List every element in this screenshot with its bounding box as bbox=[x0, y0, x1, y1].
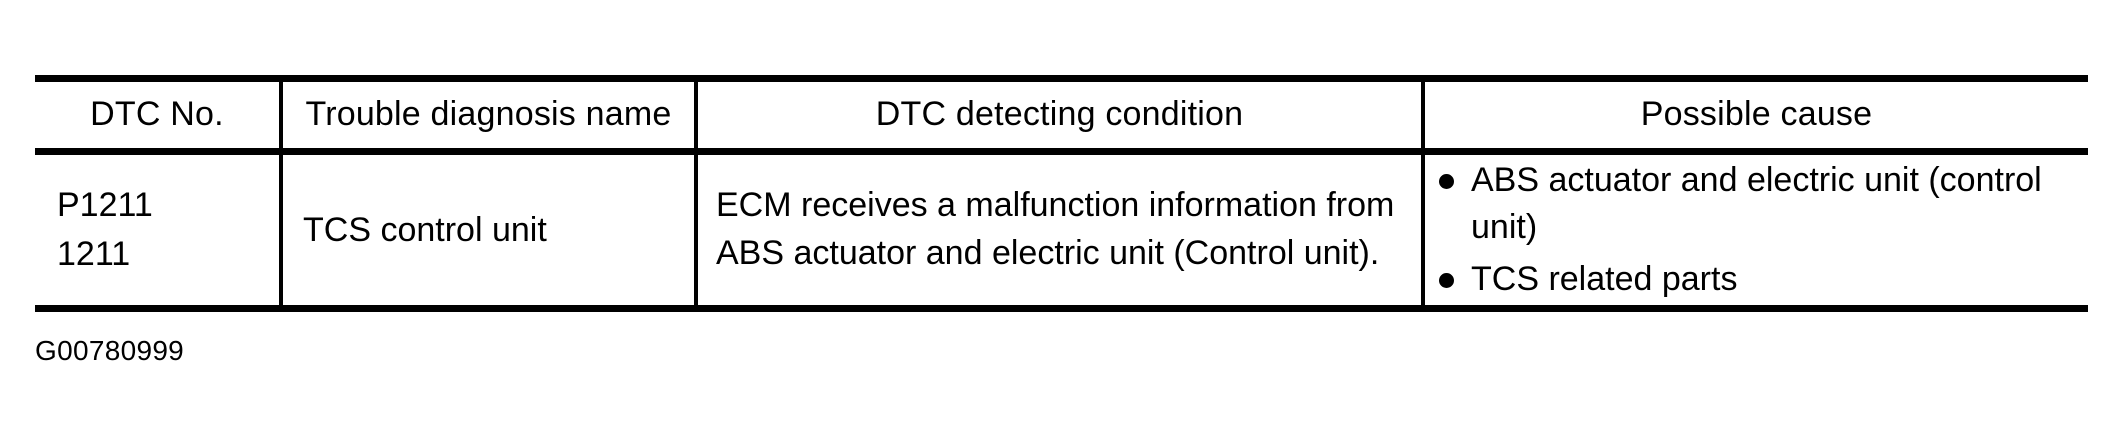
cell-possible-cause: ABS actuator and electric unit (control … bbox=[1423, 151, 2088, 312]
possible-cause-list: ABS actuator and electric unit (control … bbox=[1435, 157, 2082, 304]
list-item: ABS actuator and electric unit (control … bbox=[1435, 157, 2082, 251]
dtc-code-group: P1211 1211 bbox=[35, 181, 279, 280]
figure-id-caption: G00780999 bbox=[35, 335, 185, 366]
dtc-code-primary: P1211 bbox=[57, 185, 153, 224]
cell-dtc-no: P1211 1211 bbox=[35, 151, 281, 312]
cell-trouble-diagnosis-name: TCS control unit bbox=[281, 151, 696, 312]
list-item: TCS related parts bbox=[1435, 256, 2082, 303]
column-header-trouble-diagnosis-name: Trouble diagnosis name bbox=[281, 75, 696, 155]
column-header-dtc-no-label: DTC No. bbox=[90, 95, 224, 134]
bullet-icon bbox=[1439, 173, 1454, 189]
column-header-dtc-no: DTC No. bbox=[35, 75, 281, 155]
dtc-detecting-condition-text: ECM receives a malfunction information f… bbox=[698, 182, 1421, 277]
dtc-detecting-condition-line-2: ABS actuator and electric unit (Control … bbox=[716, 234, 1380, 272]
possible-cause-item-1-text: ABS actuator and electric unit (control … bbox=[1471, 160, 2042, 246]
column-header-trouble-diagnosis-name-label: Trouble diagnosis name bbox=[305, 95, 672, 134]
column-header-possible-cause: Possible cause bbox=[1423, 75, 2088, 155]
column-header-dtc-detecting-condition: DTC detecting condition bbox=[696, 75, 1423, 155]
table-header-row: DTC No. Trouble diagnosis name DTC detec… bbox=[35, 75, 2088, 155]
column-header-possible-cause-label: Possible cause bbox=[1640, 95, 1873, 134]
possible-cause-text: ABS actuator and electric unit (control … bbox=[1425, 157, 2088, 304]
trouble-diagnosis-name-text: TCS control unit bbox=[303, 210, 547, 249]
bullet-icon bbox=[1439, 273, 1454, 289]
dtc-table: DTC No. Trouble diagnosis name DTC detec… bbox=[35, 75, 2088, 312]
dtc-code-secondary: 1211 bbox=[57, 235, 131, 273]
table-row: P1211 1211 TCS control unit ECM receives… bbox=[35, 151, 2088, 312]
possible-cause-item-2-text: TCS related parts bbox=[1471, 260, 1738, 299]
cell-dtc-detecting-condition: ECM receives a malfunction information f… bbox=[696, 151, 1423, 312]
dtc-detecting-condition-line-1: ECM receives a malfunction information f… bbox=[716, 186, 1395, 225]
column-header-dtc-detecting-condition-label: DTC detecting condition bbox=[875, 95, 1244, 134]
